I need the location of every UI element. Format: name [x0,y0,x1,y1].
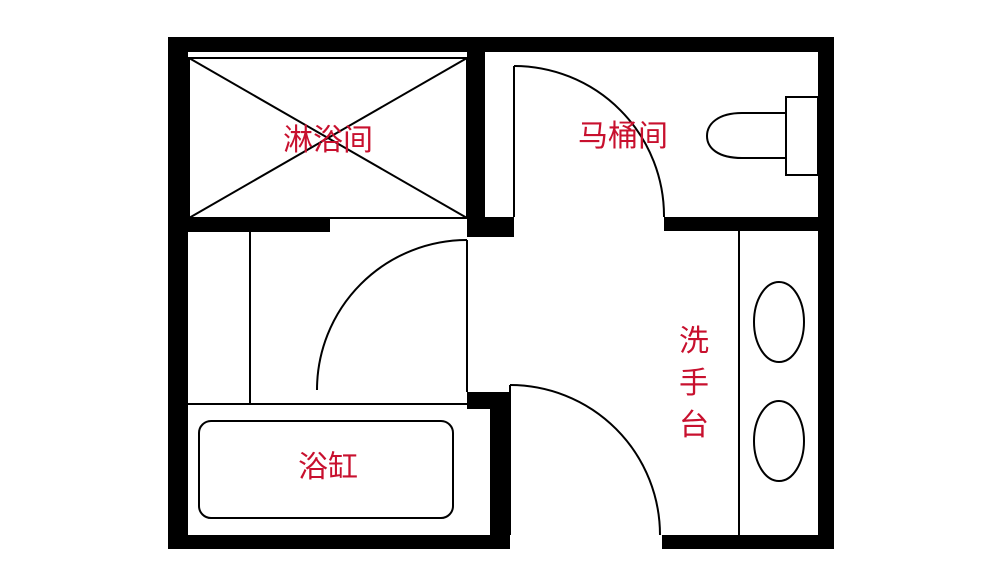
shower-wall-right [467,37,485,237]
toilet-door-swing [513,65,666,218]
vanity-label-char-3: 台 [679,408,709,443]
toilet-room-label: 马桶间 [578,119,668,154]
vanity-label: 洗 手 台 [679,324,709,443]
shower-tray-diagonal-2 [188,57,468,219]
walls [168,37,834,549]
vanity-label-char-2: 手 [679,366,709,401]
shower-tray [188,57,468,219]
toilet-tank [785,96,819,176]
outer-wall-right [818,37,834,549]
bathtub-basin [198,420,454,519]
outer-wall-top [168,37,834,52]
outer-wall-bottom-right [662,535,834,549]
bottom-door-swing [509,384,661,536]
toilet-room-wall [664,217,834,231]
shower-wall-bottom [168,218,330,232]
shower-room-label: 淋浴间 [283,123,373,158]
toilet-bowl [705,112,787,159]
outer-wall-bottom-left [168,535,510,549]
bathtub-label: 浴缸 [298,450,358,485]
sink-top [753,281,805,363]
partition-bottom-wall [490,392,510,549]
partition-top-stub [470,217,514,237]
entry-door-swing [316,239,468,391]
vanity-label-char-1: 洗 [679,324,709,359]
sink-bottom [753,400,805,482]
thin-lines [188,57,819,536]
outer-wall-left [168,37,188,549]
